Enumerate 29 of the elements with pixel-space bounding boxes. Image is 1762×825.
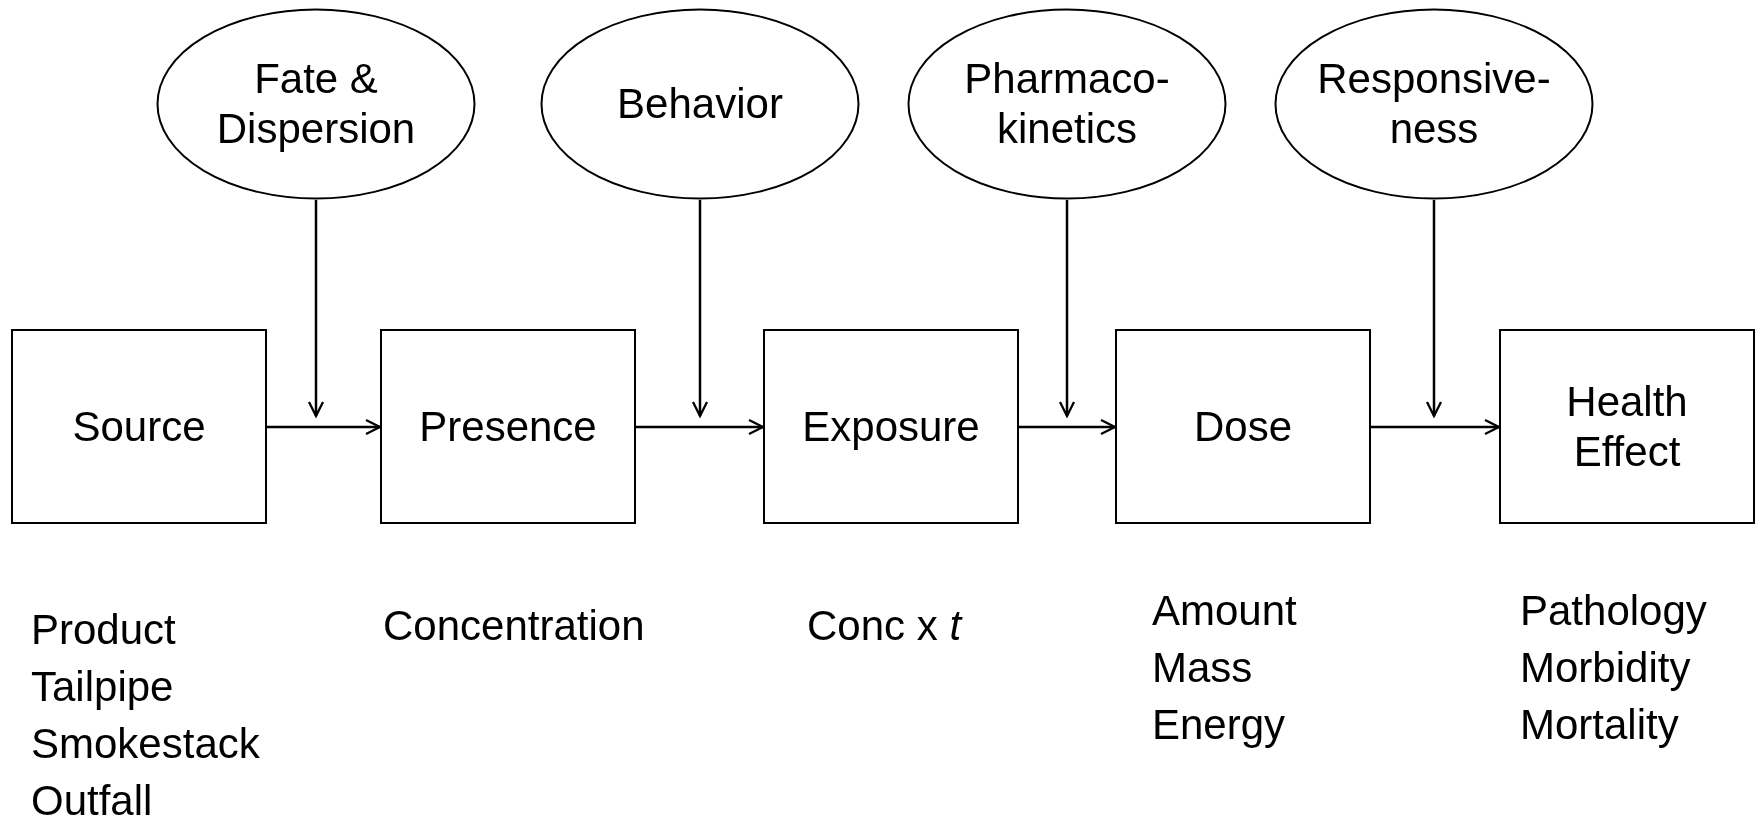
annotation-text: Outfall [31, 776, 153, 825]
arrow [307, 200, 325, 418]
node-label: Responsive-ness [1316, 54, 1552, 154]
annotation-text: Mortality [1520, 700, 1679, 750]
annotation-text: Pathology [1520, 586, 1707, 636]
node-label: Pharmaco-kinetics [963, 54, 1171, 154]
annotation-text: Product [31, 605, 176, 655]
node-label: Source [72, 401, 206, 452]
node-label: Behavior [617, 79, 783, 129]
annotation-text: Tailpipe [31, 662, 174, 712]
node-label: Health Effect [1565, 376, 1689, 477]
node-label: Dose [1193, 401, 1293, 452]
annotation-text: Concentration [383, 601, 645, 651]
arrow [1425, 200, 1443, 418]
arrow [1019, 418, 1117, 436]
arrow [267, 418, 382, 436]
annotation-text: Conc x t [807, 601, 962, 651]
annotation-text: Mass [1152, 643, 1253, 693]
node-label: Fate & Dispersion [215, 54, 417, 154]
node-label: Exposure [802, 401, 980, 452]
annotation-text: Energy [1152, 700, 1286, 750]
arrow [1058, 200, 1076, 418]
arrow [1371, 418, 1501, 436]
annotation-text: Amount [1152, 586, 1297, 636]
annotation-text: Morbidity [1520, 643, 1691, 693]
node-label: Presence [419, 401, 597, 452]
arrow [691, 200, 709, 418]
arrow [636, 418, 765, 436]
annotation-text: Smokestack [31, 719, 260, 769]
